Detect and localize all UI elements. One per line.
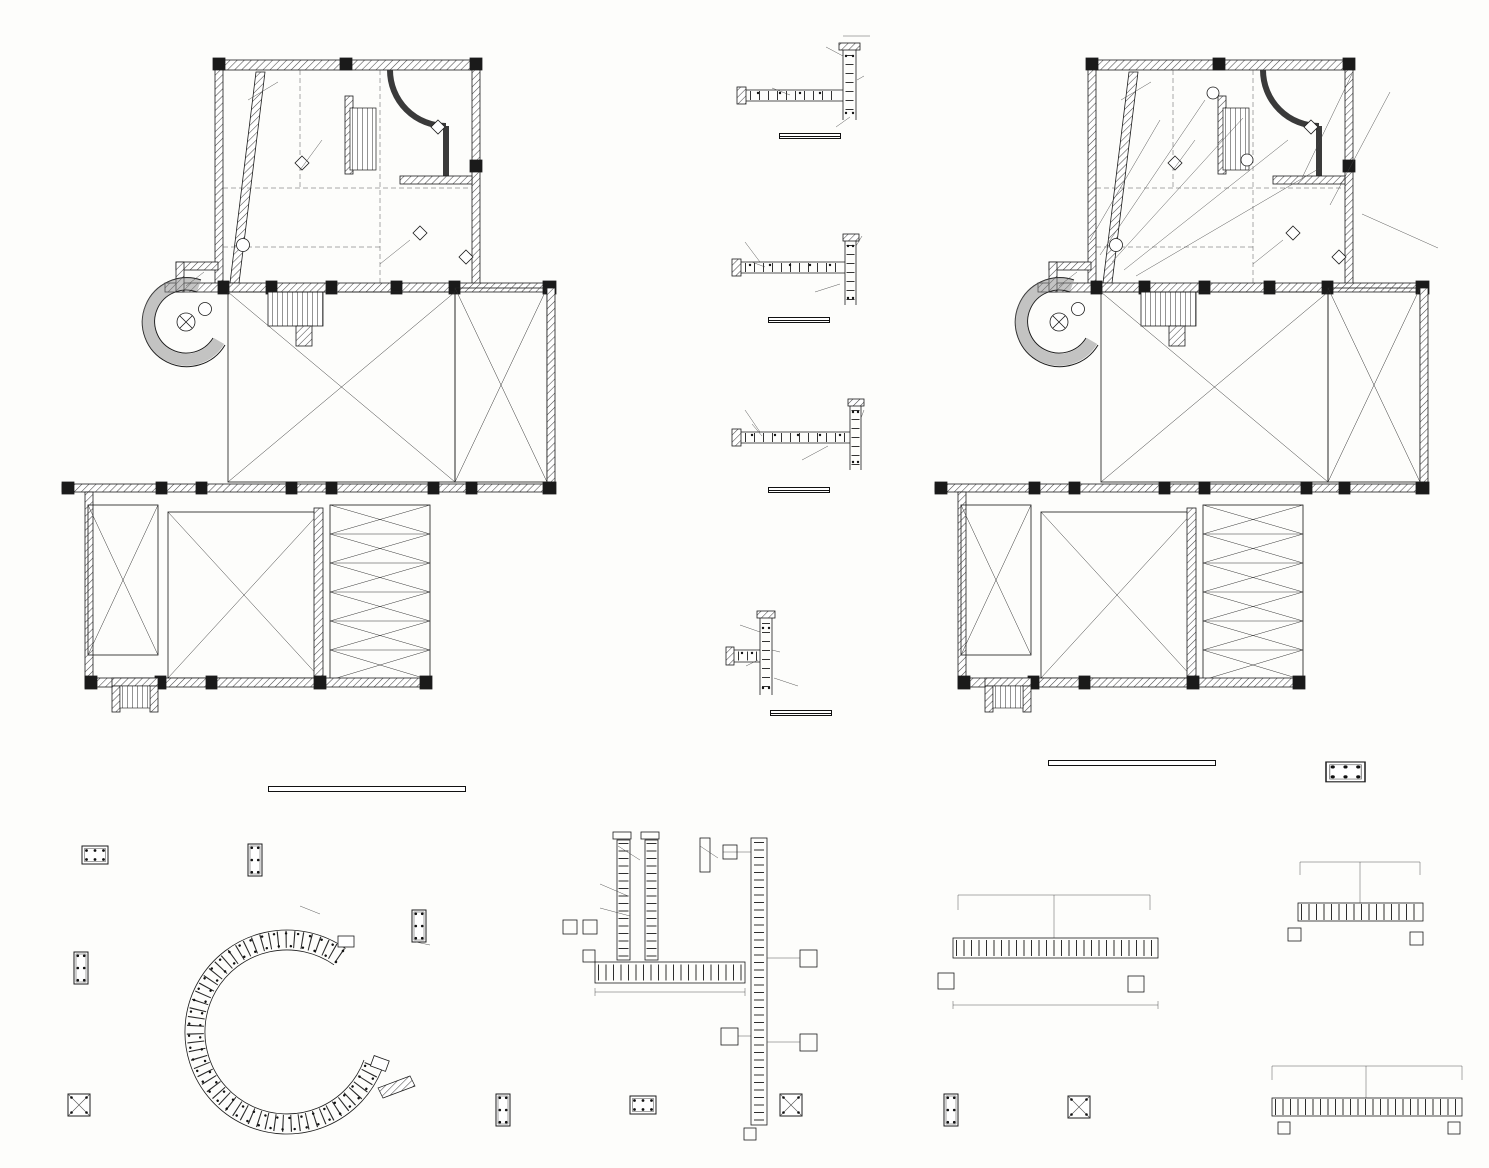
beam-T27 <box>1271 1065 1463 1135</box>
section-details <box>725 35 870 695</box>
beam-T21 <box>937 894 1159 1009</box>
left-plan-formwork <box>62 58 556 712</box>
curved-beam-T11 <box>184 905 431 1135</box>
section-caption-label <box>779 133 841 137</box>
beam-T23 <box>1287 861 1424 946</box>
section-caption-label <box>770 710 832 714</box>
section-caption-label <box>768 487 830 491</box>
right-plan-title <box>1048 760 1216 766</box>
section-caption-AA <box>768 317 830 323</box>
section-caption-KK <box>779 133 841 139</box>
section-scale-label <box>768 491 830 493</box>
section-A-A <box>731 233 863 305</box>
section-caption-MM <box>768 487 830 493</box>
rebar-leader-lines <box>1089 73 1439 277</box>
beam-elevations <box>562 831 818 1141</box>
member-details <box>67 761 1463 1141</box>
section-N-N <box>725 610 799 695</box>
right-plan-reinforcement <box>935 58 1439 712</box>
section-scale-label <box>779 137 841 139</box>
section-caption-label <box>768 317 830 321</box>
section-K-K <box>736 35 870 128</box>
section-scale-label <box>768 321 830 323</box>
left-plan-title <box>268 786 466 792</box>
section-caption-NN <box>770 710 832 716</box>
plan-geometry <box>62 35 1463 1141</box>
section-M-M <box>731 398 865 470</box>
section-scale-label <box>770 714 832 716</box>
